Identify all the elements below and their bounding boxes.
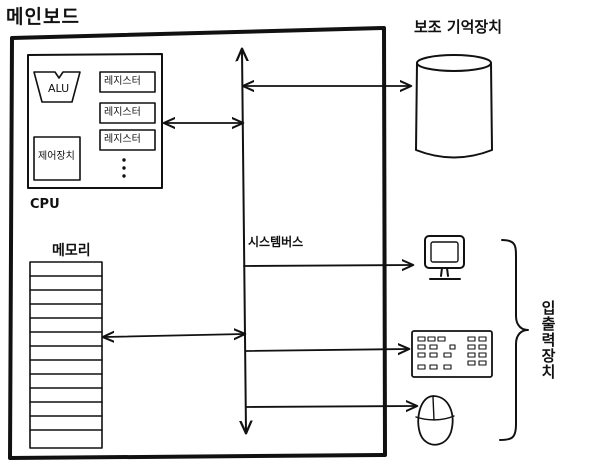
- disk-cylinder-icon: [416, 55, 492, 158]
- register-label: 레지스터: [104, 135, 141, 145]
- alu-label: ALU: [48, 83, 69, 94]
- system-bus-label: 시스템버스: [248, 236, 303, 248]
- memory-label: 메모리: [52, 244, 91, 258]
- io-devices-label: 입출력장치: [540, 300, 555, 380]
- mouse-icon: [416, 396, 454, 445]
- memory-bus-arrow: [104, 334, 244, 337]
- secondary-storage-label: 보조 기억장치: [414, 20, 502, 35]
- register-label: 레지스터: [104, 77, 141, 87]
- bus-monitor-arrow: [244, 265, 412, 266]
- cpu-label: CPU: [30, 198, 60, 211]
- motherboard-label: 메인보드: [6, 8, 80, 27]
- cpu-box: [28, 54, 162, 188]
- ellipsis-dot: [123, 159, 125, 161]
- keyboard-icon: [412, 331, 492, 377]
- ellipsis-dot: [123, 167, 125, 169]
- bus-mouse-arrow: [246, 406, 416, 407]
- io-bracket: [500, 240, 528, 440]
- memory-stack: [30, 262, 102, 448]
- register-label: 레지스터: [104, 108, 141, 118]
- control-unit-label: 제어장치: [38, 152, 75, 162]
- system-bus-line: [242, 50, 246, 432]
- ellipsis-dot: [123, 175, 125, 177]
- monitor-icon: [425, 236, 464, 279]
